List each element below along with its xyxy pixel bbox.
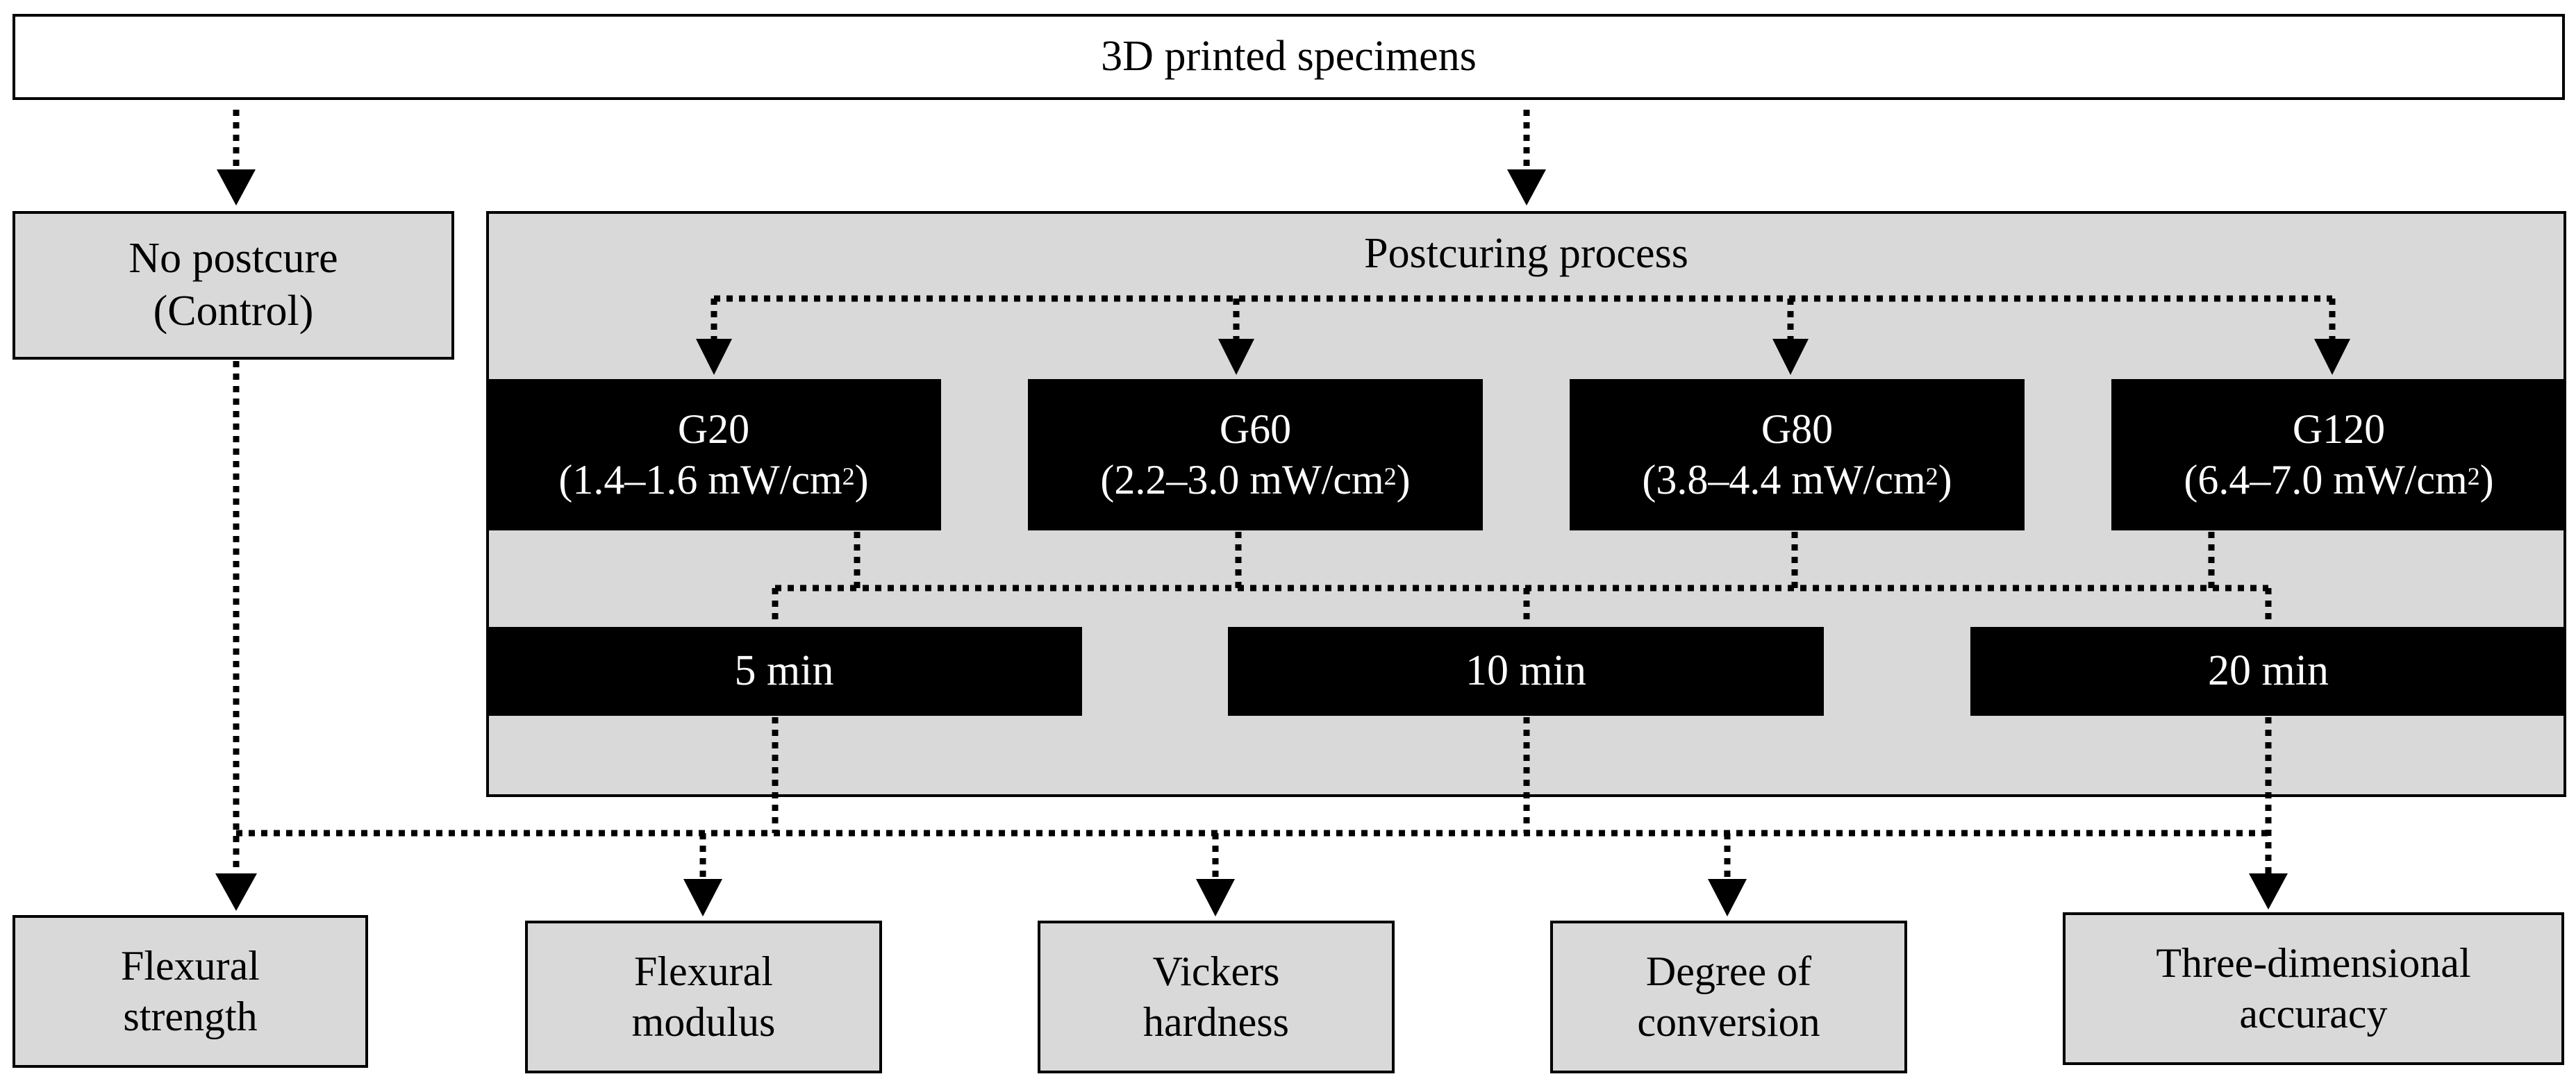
postcuring-title: Postcuring process	[1364, 230, 1688, 277]
group-name: G80	[1761, 405, 1834, 452]
group-range: (2.2–3.0 mW/cm2)	[1100, 457, 1411, 503]
group-range: (1.4–1.6 mW/cm2)	[558, 457, 869, 503]
group-g60: G60 (2.2–3.0 mW/cm2)	[1028, 379, 1483, 530]
outcome-degree-of-conversion: Degree of conversion	[1550, 921, 1907, 1073]
time-label: 20 min	[2208, 647, 2329, 695]
outcome-three-dimensional-accuracy: Three-dimensional accuracy	[2063, 912, 2564, 1065]
group-g120: G120 (6.4–7.0 mW/cm2)	[2111, 379, 2566, 530]
group-name: G120	[2292, 405, 2386, 452]
time-label: 10 min	[1465, 647, 1586, 695]
group-g80: G80 (3.8–4.4 mW/cm2)	[1570, 379, 2025, 530]
control-box: No postcure (Control)	[13, 211, 454, 360]
time-label: 5 min	[734, 647, 834, 695]
group-range: (3.8–4.4 mW/cm2)	[1642, 457, 1952, 503]
specimens-label: 3D printed specimens	[1101, 33, 1477, 81]
group-g20: G20 (1.4–1.6 mW/cm2)	[486, 379, 941, 530]
time-5min: 5 min	[486, 627, 1082, 716]
group-name: G60	[1219, 405, 1292, 452]
group-range: (6.4–7.0 mW/cm2)	[2184, 457, 2494, 503]
arrowhead-degree-of-conversion	[1708, 879, 1747, 916]
arrowhead-postcuring	[1507, 169, 1546, 206]
control-line1: No postcure	[128, 235, 338, 283]
outcome-flexural-strength: Flexural strength	[13, 915, 368, 1068]
time-20min: 20 min	[1970, 627, 2566, 716]
specimens-box: 3D printed specimens	[13, 14, 2565, 100]
arrowhead-flexural-modulus	[683, 879, 722, 916]
outcome-vickers-hardness: Vickers hardness	[1038, 921, 1395, 1073]
time-10min: 10 min	[1228, 627, 1824, 716]
outcome-flexural-modulus: Flexural modulus	[525, 921, 882, 1073]
group-name: G20	[677, 405, 750, 452]
control-line2: (Control)	[153, 287, 314, 335]
arrowhead-control	[217, 169, 256, 206]
arrowhead-flexural-strength	[215, 873, 257, 911]
arrowhead-three-dimensional-accuracy	[2249, 873, 2288, 910]
arrowhead-vickers-hardness	[1196, 879, 1235, 916]
